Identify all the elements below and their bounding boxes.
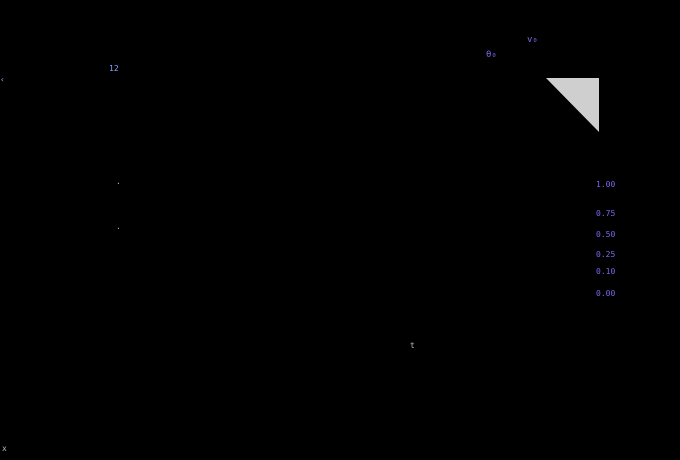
top-right-annotation: v₀ (527, 35, 538, 45)
top-right-annotation: θ₀ (486, 50, 497, 60)
right-tick-label: 0.00 (596, 289, 616, 298)
left-tick-mark: · (116, 179, 121, 188)
bottom-mid-label: t (410, 341, 415, 350)
right-tick-label: 0.50 (596, 230, 616, 239)
right-tick-label: 1.00 (596, 180, 616, 189)
left-tick-mark: · (116, 224, 121, 233)
right-tick-label: 0.25 (596, 250, 616, 259)
triangle-shape (546, 78, 599, 132)
edge-left-mark: ‹ (0, 75, 5, 84)
right-tick-label: 0.75 (596, 209, 616, 218)
right-tick-label: 0.10 (596, 267, 616, 276)
bottom-left-label: x (2, 444, 7, 453)
left-top-label: 12 (109, 64, 119, 73)
